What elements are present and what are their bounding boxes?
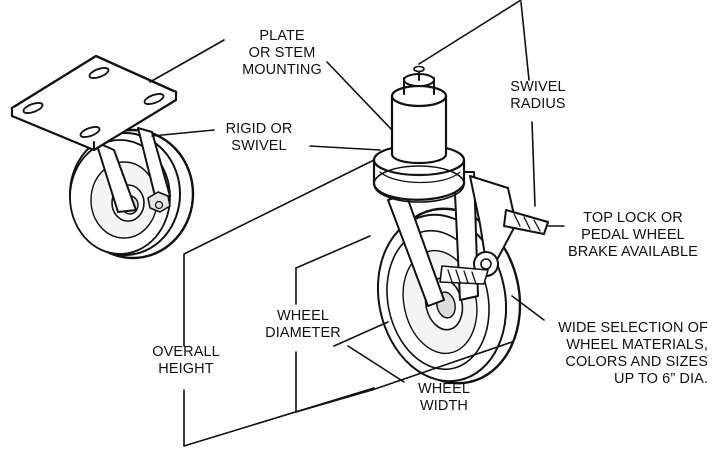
label-line: MOUNTING bbox=[242, 62, 322, 78]
wheel-width-left bbox=[333, 321, 389, 347]
leader-lines bbox=[149, 0, 565, 447]
leader-stem bbox=[326, 61, 393, 131]
overall-height-top bbox=[183, 159, 375, 347]
label-rigid-or-swivel: RIGID OR SWIVEL bbox=[214, 121, 304, 155]
label-line: WIDTH bbox=[419, 398, 468, 414]
label-line: OVERALL bbox=[152, 344, 220, 360]
leader-swivel-radius-low bbox=[531, 121, 536, 207]
label-line: RIGID OR bbox=[225, 121, 293, 137]
leader-rigid bbox=[151, 129, 215, 137]
label-line: SWIVEL bbox=[231, 138, 287, 154]
label-line: COLORS AND SIZES bbox=[565, 354, 708, 370]
leader-swivel bbox=[309, 145, 381, 151]
label-top-lock: TOP LOCK OR PEDAL WHEEL BRAKE AVAILABLE bbox=[560, 210, 706, 261]
wheel-diameter-top bbox=[295, 235, 371, 269]
label-line: OR STEM bbox=[248, 45, 316, 61]
label-line: SWIVEL bbox=[510, 79, 566, 95]
label-wheel-width: WHEEL WIDTH bbox=[404, 381, 484, 415]
leader-swivel-radius-vert bbox=[520, 1, 530, 81]
leader-wide-selection bbox=[511, 295, 545, 321]
label-wide-selection: WIDE SELECTION OF WHEEL MATERIALS, COLOR… bbox=[528, 320, 708, 388]
label-line: RADIUS bbox=[510, 96, 566, 112]
wheel-width-mid bbox=[347, 345, 405, 383]
stem-caster-drawing bbox=[372, 65, 549, 385]
leader-swivel-radius-top bbox=[418, 0, 522, 65]
overall-height-bottom bbox=[183, 387, 375, 447]
label-swivel-radius: SWIVEL RADIUS bbox=[490, 79, 586, 113]
wheel-diameter-lower bbox=[295, 351, 373, 413]
label-line: UP TO 6” DIA. bbox=[614, 371, 708, 387]
label-line: WIDE SELECTION OF bbox=[558, 320, 708, 336]
label-line: HEIGHT bbox=[158, 361, 214, 377]
label-line: WHEEL bbox=[276, 308, 330, 324]
plate-caster-drawing bbox=[10, 54, 195, 260]
wheel-width-base bbox=[371, 341, 513, 391]
label-overall-height: OVERALL HEIGHT bbox=[136, 344, 236, 378]
label-line: WHEEL bbox=[417, 381, 471, 397]
label-plate-or-stem-mounting: PLATE OR STEM MOUNTING bbox=[222, 28, 342, 79]
label-wheel-diameter: WHEEL DIAMETER bbox=[254, 308, 352, 342]
label-line: WHEEL MATERIALS, bbox=[566, 337, 708, 353]
leader-plate bbox=[149, 39, 225, 83]
label-line: PLATE bbox=[259, 28, 305, 44]
label-line: BRAKE AVAILABLE bbox=[568, 244, 698, 260]
label-line: DIAMETER bbox=[265, 325, 341, 341]
label-line: PEDAL WHEEL bbox=[581, 227, 685, 243]
label-line: TOP LOCK OR bbox=[583, 210, 683, 226]
